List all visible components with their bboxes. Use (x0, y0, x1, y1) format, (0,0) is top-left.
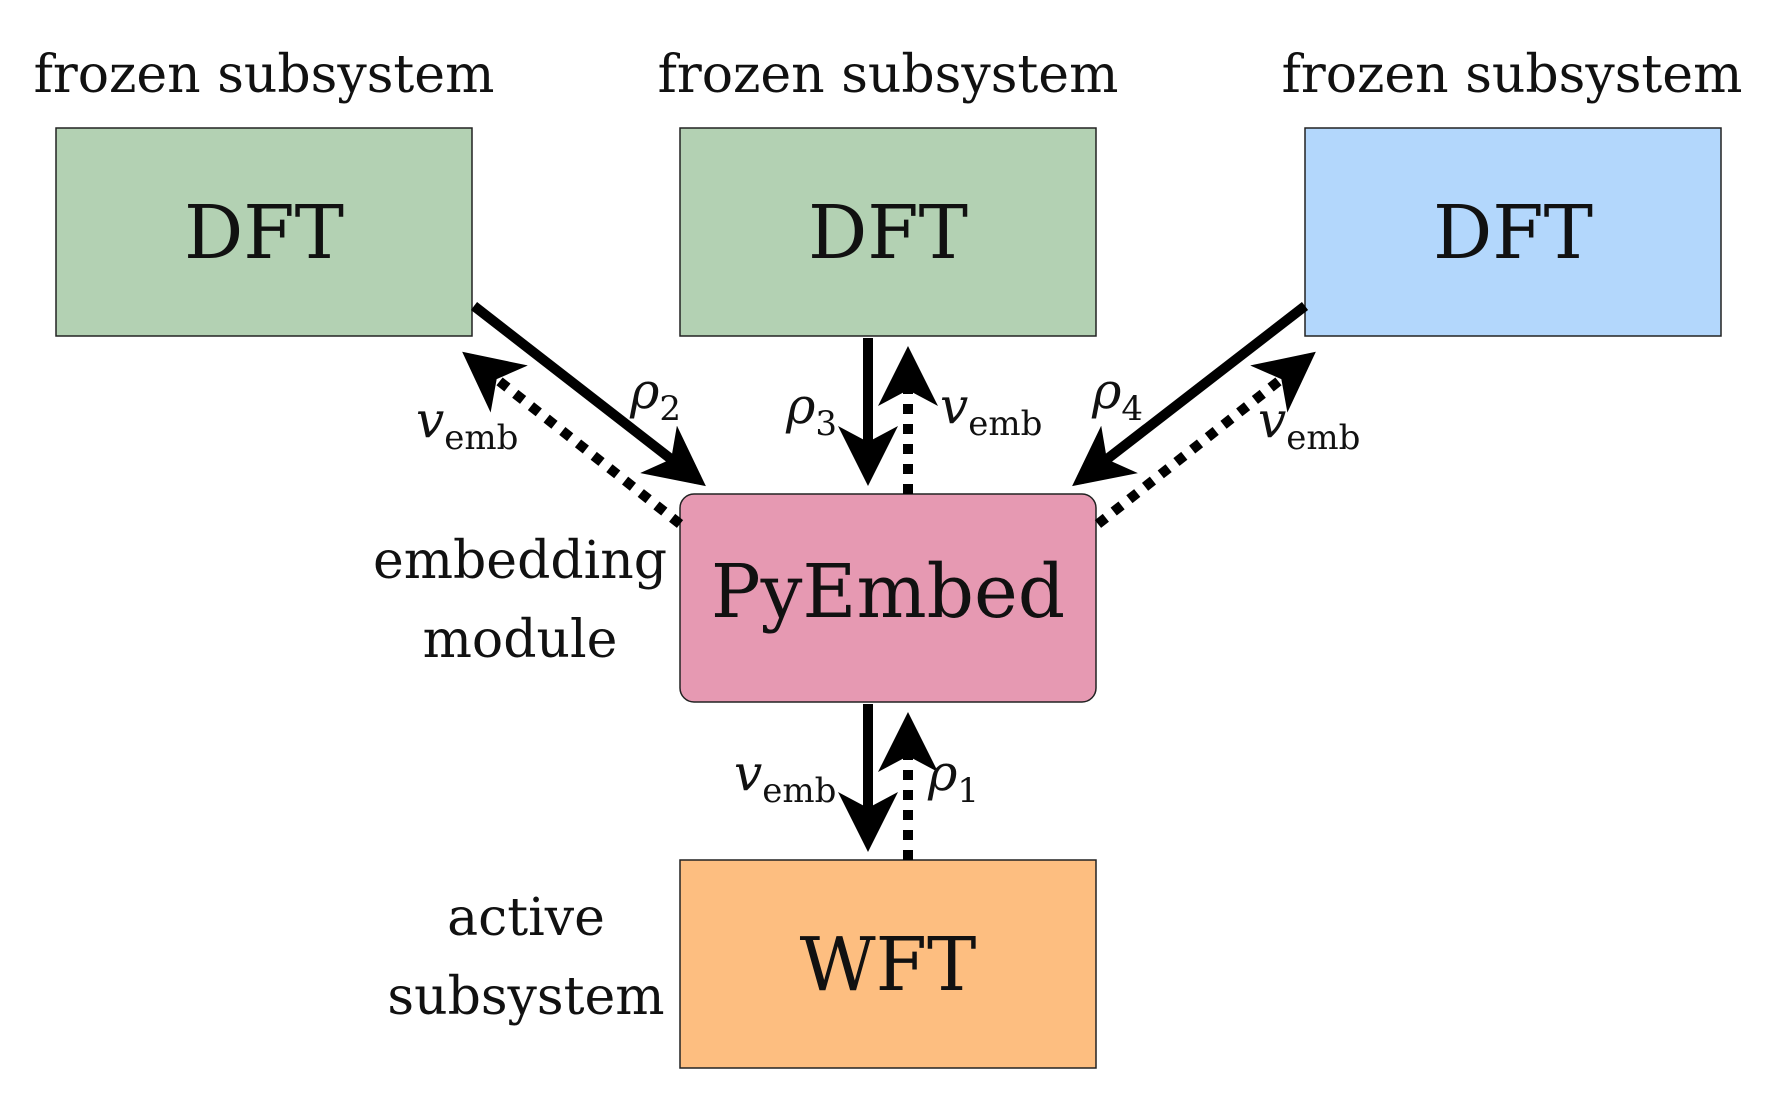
frozen-dft-box-1 (55, 127, 473, 337)
rho4-label: ρ4 (1091, 362, 1143, 429)
wft-label: WFT (800, 922, 977, 1008)
vemb-left-label: vemb (416, 391, 518, 458)
pyembed-label: PyEmbed (711, 549, 1065, 635)
embedding-module-caption-line2: module (423, 610, 618, 670)
rho4-arrow (1072, 302, 1309, 487)
embedding-module-caption-line1: embedding (373, 531, 667, 591)
rho2-arrow (470, 302, 706, 487)
pyembed-box (679, 493, 1097, 703)
frozen-dft-box-2 (679, 127, 1097, 337)
frozen-dft-box-3 (1304, 127, 1722, 337)
active-subsystem-caption-line1: active (447, 888, 605, 948)
frozen-dft-label-2: DFT (808, 190, 968, 276)
rho1-label: ρ1 (927, 744, 979, 811)
vemb-down-label: vemb (734, 744, 836, 811)
active-subsystem-caption-line2: subsystem (387, 967, 664, 1027)
frozen-dft-label-3: DFT (1433, 190, 1593, 276)
frozen-dft-label-1: DFT (184, 190, 344, 276)
wft-box (679, 859, 1097, 1069)
frozen-subsystem-caption-3: frozen subsystem (1282, 45, 1743, 105)
vemb-left-arrow (462, 351, 684, 528)
rho3-label: ρ3 (785, 377, 837, 444)
vemb-right-arrow (1094, 351, 1316, 528)
frozen-subsystem-caption-2: frozen subsystem (658, 45, 1119, 105)
vemb-middle-label: vemb (940, 377, 1042, 444)
vemb-right-label: vemb (1258, 391, 1360, 458)
frozen-subsystem-caption-1: frozen subsystem (34, 45, 495, 105)
rho2-label: ρ2 (629, 362, 681, 429)
